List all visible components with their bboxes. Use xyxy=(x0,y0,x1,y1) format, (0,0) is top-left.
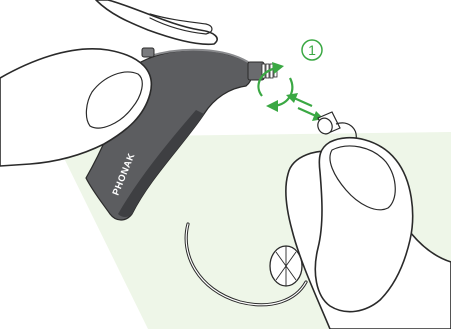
step-marker: 1 xyxy=(302,40,322,60)
step-number: 1 xyxy=(308,42,316,58)
dome xyxy=(270,246,302,286)
double-arrow-icon xyxy=(286,93,324,121)
finger-top xyxy=(96,0,217,44)
hearing-aid-button xyxy=(142,48,154,57)
